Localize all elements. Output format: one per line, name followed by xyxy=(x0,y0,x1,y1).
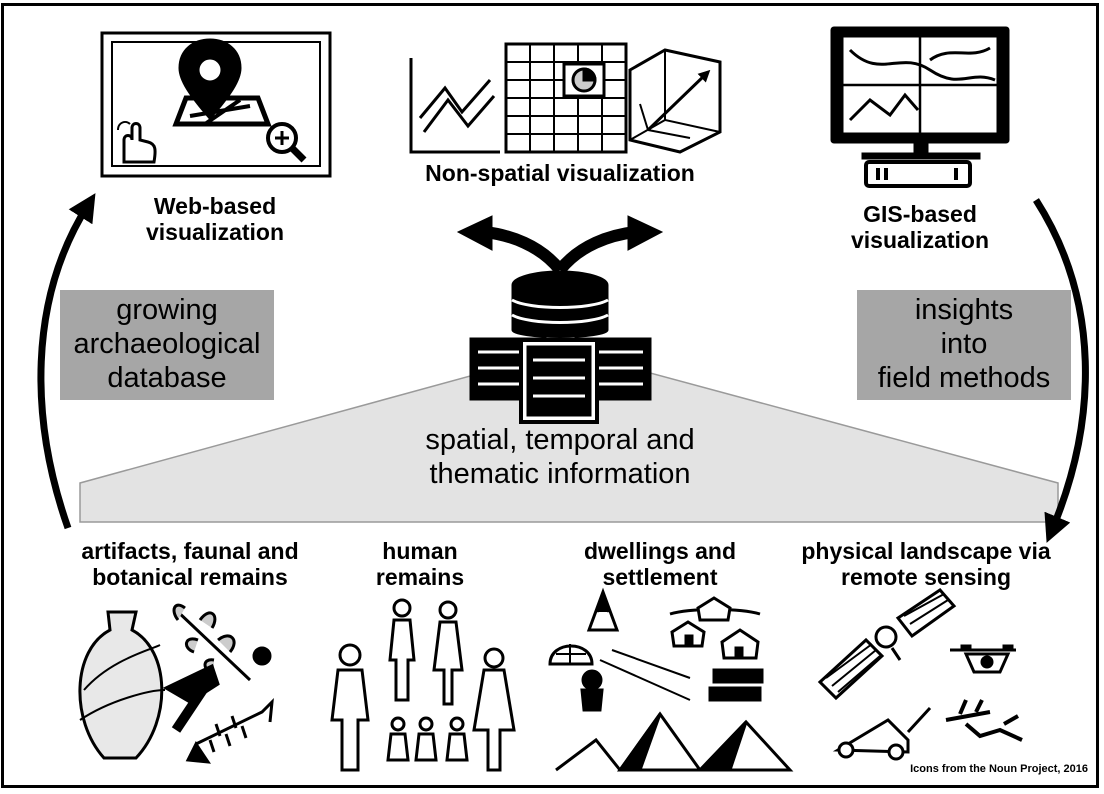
huts-igloo-pyramids-icon xyxy=(548,587,794,772)
database-server-icon xyxy=(456,215,664,424)
insights-label: insights into field methods xyxy=(877,294,1051,394)
artifacts-label: artifacts, faunal and botanical remains xyxy=(81,538,299,590)
growing-database-box xyxy=(60,290,274,400)
landscape-label: physical landscape via remote sensing xyxy=(801,538,1051,590)
charts-table-3d-icon xyxy=(409,42,722,154)
credit-text: Icons from the Noun Project, 2016 xyxy=(910,763,1088,775)
satellite-drone-mower-icon xyxy=(817,588,1023,761)
growing-database-label: growing archaeological database xyxy=(73,294,261,394)
human-remains-label: human remains xyxy=(375,538,465,590)
map-pin-touch-zoom-icon xyxy=(100,31,332,178)
gis-visualization-label: GIS-based visualization xyxy=(850,201,990,253)
left-cycle-arrow xyxy=(37,193,96,530)
monitor-map-icon xyxy=(830,26,1010,188)
web-visualization-label: Web-based visualization xyxy=(145,193,285,245)
pottery-plant-bone-icon xyxy=(78,603,274,764)
information-fan xyxy=(79,349,1059,523)
right-cycle-arrow xyxy=(1033,198,1089,543)
nonspatial-visualization-label: Non-spatial visualization xyxy=(425,160,695,186)
dwellings-label: dwellings and settlement xyxy=(583,538,737,590)
human-figures-icon xyxy=(330,598,516,772)
center-information-label: spatial, temporal and thematic informati… xyxy=(425,424,695,490)
figure-frame xyxy=(1,3,1099,788)
insights-box xyxy=(857,290,1071,400)
